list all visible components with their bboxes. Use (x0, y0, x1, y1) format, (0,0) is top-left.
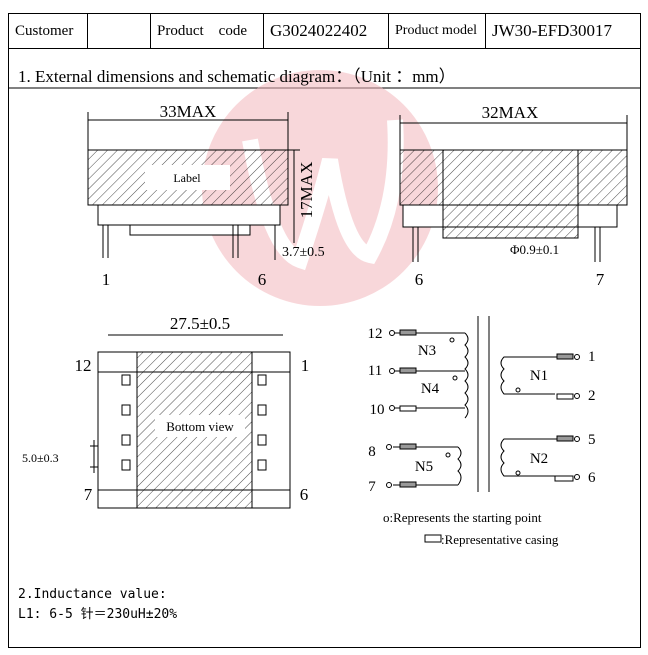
bottom-pin-7: 7 (84, 485, 93, 504)
label-text: Label (173, 171, 201, 185)
pin-7: 7 (368, 479, 376, 495)
inductance-line: L1: 6-5 针＝230uH±20% (18, 607, 178, 622)
pin-12: 12 (368, 326, 383, 342)
pin-1: 1 (588, 349, 596, 365)
bottom-pin-1: 1 (301, 356, 310, 375)
pin-8: 8 (368, 444, 376, 460)
schematic-labels: 12 11 10 8 7 1 2 5 6 N3 N4 N5 N1 N2 o:Re… (368, 326, 597, 547)
customer-label: Customer (8, 13, 88, 49)
pin-2: 2 (588, 388, 596, 404)
winding-n3: N3 (418, 343, 436, 359)
winding-n2: N2 (530, 451, 548, 467)
section1-title: 1. External dimensions and schematic dia… (18, 67, 456, 86)
front-pin-left: 1 (102, 270, 111, 289)
bottom-pin-12: 12 (75, 356, 92, 375)
front-view-drawing: 33MAX Label 17MAX 3.7±0.5 1 6 (87, 102, 325, 289)
winding-n1: N1 (530, 368, 548, 384)
casing-legend-icon (424, 534, 442, 543)
pitch-dim: 5.0±0.3 (22, 451, 59, 465)
bottom-view-label: Bottom view (166, 419, 234, 434)
watermark-logo (202, 70, 438, 306)
pin-10: 10 (370, 402, 385, 418)
product-model-label: Product model (388, 13, 486, 49)
bottom-pin-6: 6 (300, 485, 309, 504)
bottom-width-dim: 27.5±0.5 (170, 314, 230, 333)
pin-6: 6 (588, 470, 596, 486)
schematic-diagram (386, 316, 580, 492)
legend-casing: :Representative casing (441, 532, 559, 547)
product-code-label: Product code (150, 13, 264, 49)
side-pin-left: 6 (415, 270, 424, 289)
bottom-view-drawing: 27.5±0.5 Bottom view 5.0±0.3 12 1 7 6 (22, 314, 310, 509)
customer-value (87, 13, 151, 49)
front-height-dim: 17MAX (297, 162, 316, 219)
product-model-value: JW30-EFD30017 (485, 13, 641, 49)
standoff-dim: 3.7±0.5 (282, 245, 325, 260)
pin-diameter-dim: Φ0.9±0.1 (510, 242, 559, 257)
legend-start-point: o:Represents the starting point (383, 510, 542, 525)
pin-5: 5 (588, 432, 596, 448)
side-pin-right: 7 (596, 270, 605, 289)
side-view-drawing: 32MAX Φ0.9±0.1 6 7 (399, 103, 628, 289)
winding-n4: N4 (421, 381, 440, 397)
pin-11: 11 (368, 363, 382, 379)
front-width-dim: 33MAX (160, 102, 217, 121)
section2: 2.Inductance value: L1: 6-5 针＝230uH±20% (18, 585, 177, 625)
side-width-dim: 32MAX (482, 103, 539, 122)
winding-n5: N5 (415, 459, 433, 475)
product-code-value: G3024022402 (263, 13, 389, 49)
section2-title: 2.Inductance value: (18, 587, 167, 602)
header-table: Customer Product code G3024022402 Produc… (8, 13, 641, 49)
front-pin-right: 6 (258, 270, 267, 289)
